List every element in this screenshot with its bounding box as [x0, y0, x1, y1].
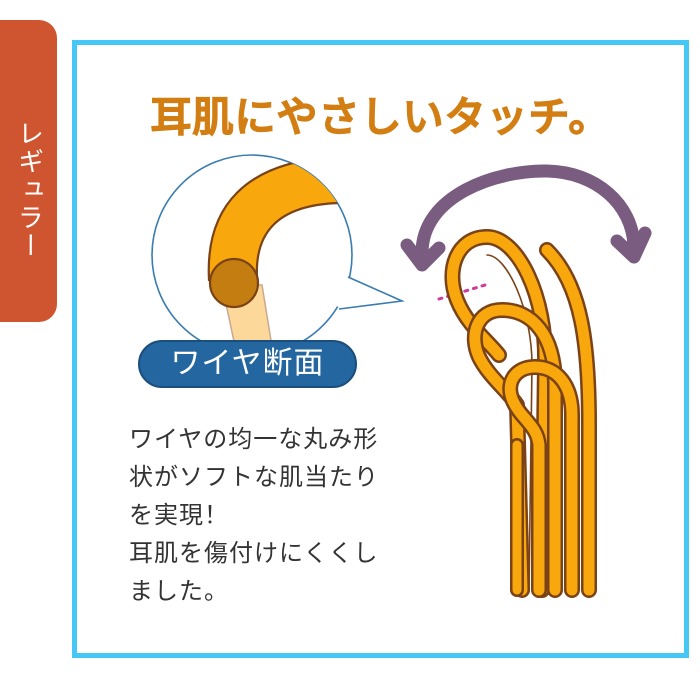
description-line: 状がソフトな肌当たり [129, 463, 379, 491]
double-headed-arrow-icon [400, 164, 652, 272]
description-line: ました。 [129, 577, 229, 605]
cross-section-marker-icon [437, 283, 487, 301]
wire-cross-section-bubble-icon [151, 154, 405, 356]
description-line: 耳肌を傷付けにくくし [129, 539, 379, 567]
description: ワイヤの均一な丸み形 状がソフトな肌当たり を実現！ 耳肌を傷付けにくくし まし… [129, 420, 429, 610]
side-tab-label: レギュラー [13, 120, 44, 260]
headline: 耳肌にやさしいタッチ。 [150, 93, 611, 142]
clip-wire-diagram-icon [444, 229, 597, 598]
description-line: を実現！ [129, 501, 229, 529]
wire-cross-section-badge: ワイヤ断面 [138, 340, 357, 388]
description-line: ワイヤの均一な丸み形 [129, 425, 379, 453]
illustration [151, 154, 652, 598]
side-tab[interactable]: レギュラー [0, 20, 57, 322]
feature-panel: 耳肌にやさしいタッチ。 [72, 40, 689, 658]
